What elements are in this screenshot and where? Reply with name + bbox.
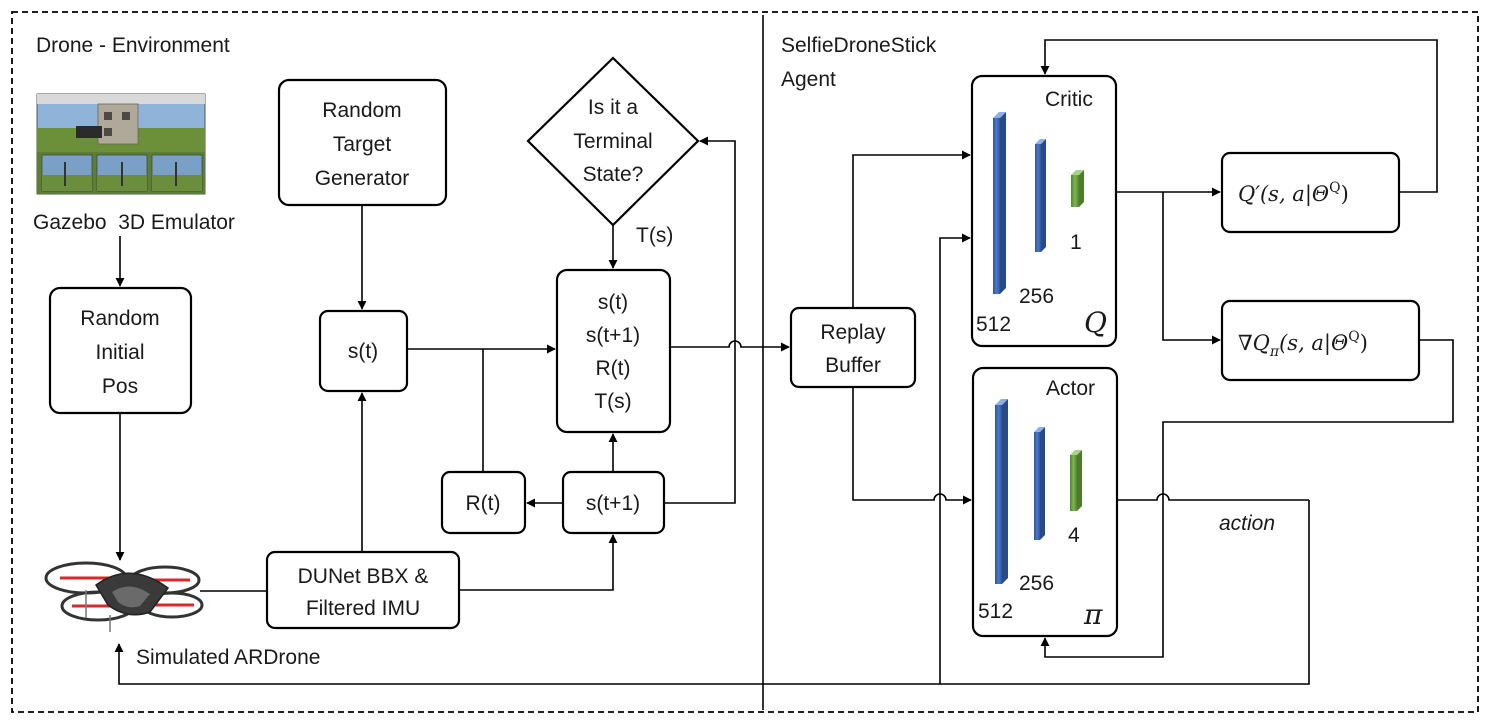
agent-title-line1: SelfieDroneStick xyxy=(781,34,937,57)
gazebo-label: Gazebo 3D Emulator xyxy=(33,211,235,234)
actor-label-256: 256 xyxy=(1019,572,1054,595)
actor-label-4: 4 xyxy=(1068,524,1080,547)
terminal-line3: State? xyxy=(583,163,644,186)
grad-q-sup: Q xyxy=(1348,329,1359,345)
actor-label-512: 512 xyxy=(978,600,1013,623)
random-initial-pos-line3: Pos xyxy=(102,375,138,398)
dunet-line1: DUNet BBX & xyxy=(298,565,429,588)
replay-buffer-line1: Replay xyxy=(820,321,886,344)
target-q-main: Q′(s, a|Θ xyxy=(1238,182,1329,207)
agent-title-line2: Agent xyxy=(781,68,836,91)
action-label: action xyxy=(1219,512,1275,535)
actor-symbol: π xyxy=(1083,598,1103,631)
simulated-ardrone-label: Simulated ARDrone xyxy=(136,646,320,669)
random-initial-pos-line2: Initial xyxy=(95,341,144,364)
target-generator-line3: Generator xyxy=(315,167,410,190)
grad-q-label: ∇Qπ(s, a|ΘQ) xyxy=(1238,329,1368,360)
next-state-label: s(t+1) xyxy=(586,492,640,515)
replay-buffer-line2: Buffer xyxy=(825,354,881,377)
environment-title: Drone - Environment xyxy=(36,34,230,57)
gazebo-screenshot xyxy=(36,93,206,195)
terminal-line1: Is it a xyxy=(588,96,639,119)
actor-layer-4 xyxy=(1070,450,1082,511)
terminal-line2: Terminal xyxy=(573,130,652,153)
target-q-close: ) xyxy=(1341,182,1349,206)
outer-frame xyxy=(11,11,1479,713)
critic-layer-256 xyxy=(1035,139,1046,252)
target-q-label: Q′(s, a|ΘQ) xyxy=(1238,180,1349,207)
ts-label: T(s) xyxy=(636,224,673,247)
critic-label-256: 256 xyxy=(1019,285,1054,308)
grad-q-main: ∇Q xyxy=(1238,331,1270,355)
target-q-sup: Q xyxy=(1329,180,1340,196)
transition-line4: T(s) xyxy=(594,390,631,413)
state-box xyxy=(318,309,409,393)
target-generator-line2: Target xyxy=(333,133,392,156)
random-initial-pos-line1: Random xyxy=(80,307,159,330)
target-generator-line1: Random xyxy=(322,99,401,122)
ardrone-icon xyxy=(44,561,204,632)
grad-q-args: (s, a|Θ xyxy=(1279,331,1348,356)
transition-line1: s(t) xyxy=(598,291,628,314)
grad-q-sub: π xyxy=(1269,344,1280,360)
actor-layer-512 xyxy=(995,399,1008,584)
transition-line2: s(t+1) xyxy=(586,324,640,347)
reward-box-label: R(t) xyxy=(466,492,501,515)
connectors xyxy=(114,39,1454,685)
grad-q-close: ) xyxy=(1360,331,1368,355)
transition-line3: R(t) xyxy=(596,357,631,380)
state-box-label: s(t) xyxy=(348,340,378,363)
critic-label-512: 512 xyxy=(976,313,1011,336)
critic-layer-512 xyxy=(993,112,1006,294)
actor-title: Actor xyxy=(1046,377,1095,400)
transition-box xyxy=(555,268,672,434)
critic-layer-1 xyxy=(1071,170,1084,207)
critic-label-1: 1 xyxy=(1070,231,1082,254)
critic-title: Critic xyxy=(1045,88,1093,111)
dunet-line2: Filtered IMU xyxy=(306,597,420,620)
actor-layer-256 xyxy=(1034,427,1045,540)
critic-symbol: Q xyxy=(1084,306,1107,339)
